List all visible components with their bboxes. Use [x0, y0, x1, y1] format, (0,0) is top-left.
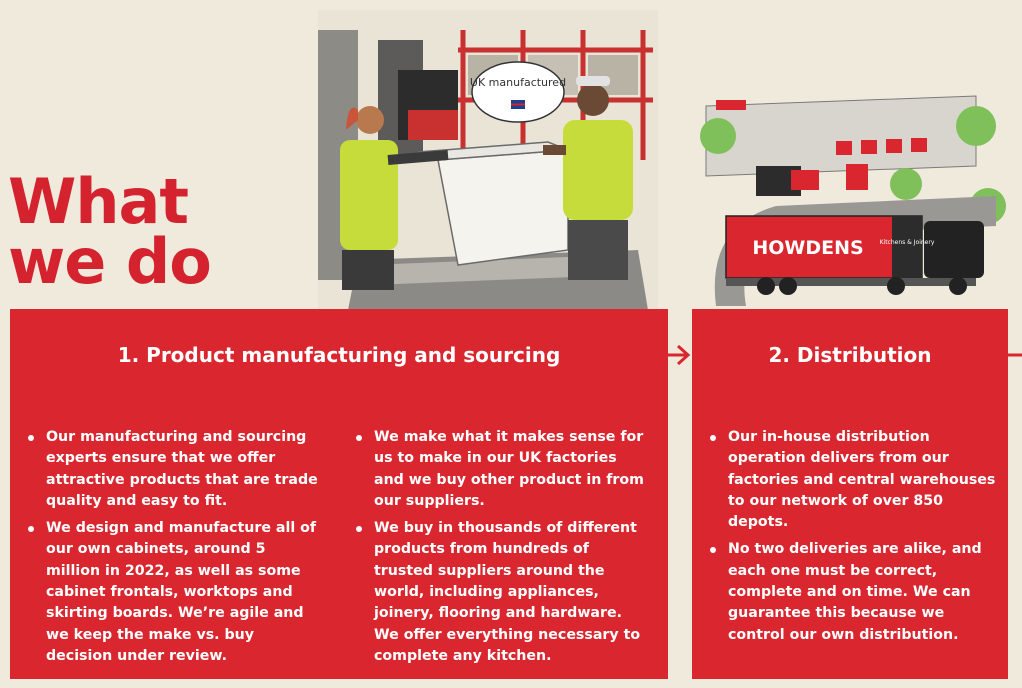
truck-brand-text: HOWDENS: [752, 237, 863, 259]
manufacturing-column-left: Our manufacturing and sourcing experts e…: [22, 427, 322, 673]
list-item: We make what it makes sense for us to ma…: [350, 427, 650, 512]
manufacturing-column-right: We make what it makes sense for us to ma…: [350, 427, 650, 673]
distribution-illustration: HOWDENS Kitchens & Joinery: [696, 66, 1008, 310]
arrow-right-icon: [668, 344, 691, 366]
truck-sub-text: Kitchens & Joinery: [880, 239, 935, 246]
arrow-right-icon: [1008, 353, 1022, 357]
list-item: Our in-house distribution operation deli…: [704, 427, 1000, 533]
distribution-column: Our in-house distribution operation deli…: [704, 427, 1000, 652]
manufacturing-panel: 1. Product manufacturing and sourcing Ou…: [10, 309, 668, 679]
uk-manufactured-sign: UK manufactured: [470, 76, 566, 89]
list-item: Our manufacturing and sourcing experts e…: [22, 427, 322, 512]
uk-manufactured-text: UK manufactured: [470, 76, 566, 89]
distribution-panel: 2. Distribution Our in-house distributio…: [692, 309, 1008, 679]
factory-illustration: UK manufactured: [318, 10, 658, 310]
page-title: What we do: [8, 164, 212, 298]
manufacturing-heading: 1. Product manufacturing and sourcing: [117, 343, 561, 367]
list-item: No two deliveries are alike, and each on…: [704, 539, 1000, 645]
list-item: We design and manufacture all of our own…: [22, 518, 322, 667]
page-title-line-2: we do: [8, 224, 212, 298]
page-title-line-1: What: [8, 164, 189, 238]
list-item: We buy in thousands of different product…: [350, 518, 650, 667]
distribution-heading: 2. Distribution: [768, 343, 932, 367]
